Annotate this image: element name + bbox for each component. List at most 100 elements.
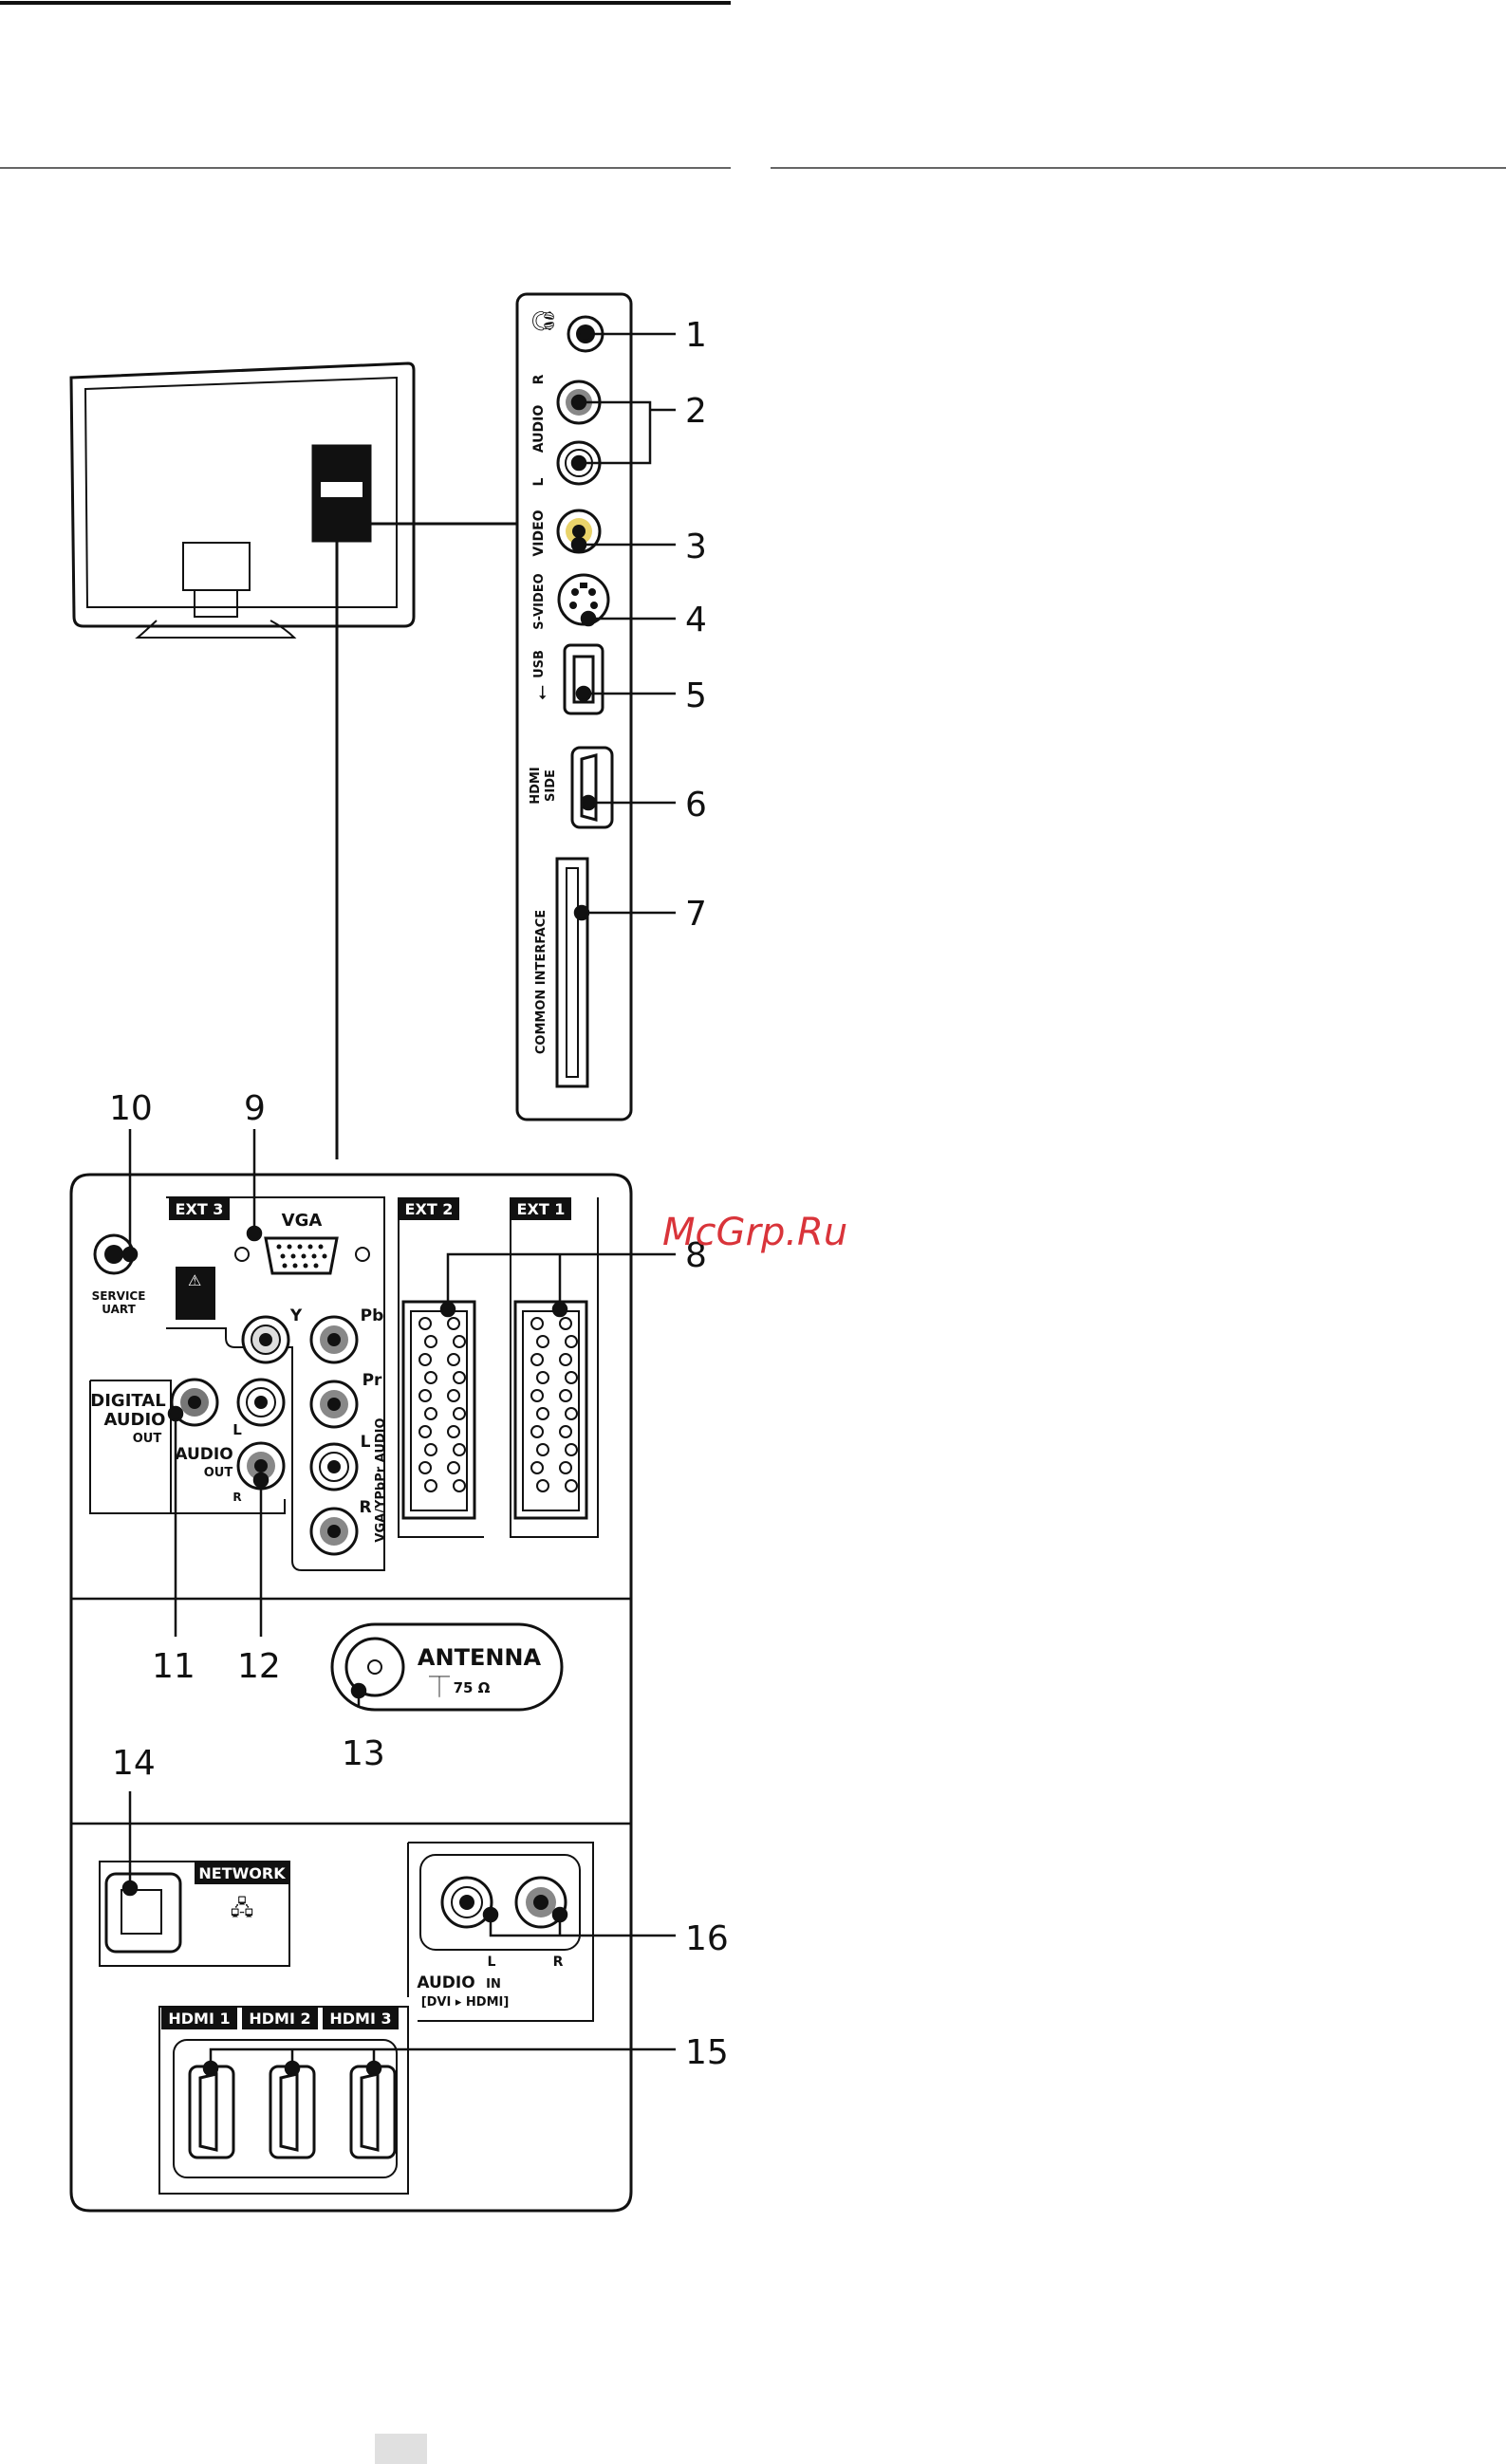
audio-out-r-label: R [232,1491,241,1504]
audio-out-out-label: OUT [204,1466,233,1480]
scart-pin [566,1408,577,1419]
vga-ypbpr-audio-label: VGA/YPbPr AUDIO [374,1417,388,1542]
scart-pin [531,1318,543,1329]
scart-pin [425,1372,437,1383]
audio-in-in-label: IN [486,1977,501,1992]
network-port: NETWORK 🖧︎ [100,1862,289,1966]
scart-pin [448,1318,459,1329]
callout-3: 3 [685,528,707,566]
scart-pin [537,1408,548,1419]
side-usb-port: USB ⭠ [530,645,603,713]
page-number-tab [375,2434,427,2464]
side-usb-label: USB [532,650,547,678]
callout-9: 9 [244,1089,266,1128]
scart-pin [560,1354,571,1365]
tv-rear-illustration [71,363,517,1159]
hdmi1-label: HDMI 1 [168,2010,230,2028]
side-panel: 🎧︎ AUDIO R L VIDEO S-VIDEO [517,294,631,1120]
callout-7: 7 [685,895,707,934]
callout-5: 5 [685,676,707,715]
scart-pin [566,1444,577,1455]
audio-out-group: DIGITAL AUDIO OUT L AUDIO OUT R [90,1380,285,1513]
side-svideo-jack: S-VIDEO [532,573,608,629]
scart-pin [419,1426,431,1437]
scart-pin [566,1480,577,1491]
callout-2: 2 [685,392,707,431]
scart-pin [448,1426,459,1437]
scart-pin [448,1462,459,1473]
header-rules [0,3,1506,168]
scart-pin [560,1390,571,1401]
uart-label: UART [102,1303,136,1316]
scart-pin [537,1372,548,1383]
scart-pin [454,1336,465,1347]
scart-pin [425,1336,437,1347]
side-audio-jacks: AUDIO R L [531,374,600,486]
scart-pin [560,1462,571,1473]
scart-pin [531,1354,543,1365]
ext3-label: EXT 3 [176,1200,224,1218]
audio-in-l-label: L [488,1955,496,1970]
hdmi2-port [270,2066,314,2158]
side-hdmi-port: HDMI SIDE [529,748,612,827]
network-label: NETWORK [198,1864,286,1882]
digital-out-label: OUT [133,1432,162,1446]
scart-pin [419,1354,431,1365]
side-svideo-label: S-VIDEO [532,573,547,629]
audio-out-l-jack [238,1380,284,1425]
callout-16: 16 [685,1919,729,1958]
scart-pin [531,1426,543,1437]
callout-15: 15 [685,2033,729,2072]
scart-pin [537,1444,548,1455]
callout-10: 10 [109,1089,153,1128]
callout-4: 4 [685,601,707,639]
hdmi-ports-group: HDMI 1 HDMI 2 HDMI 3 [159,2007,408,2194]
warning-icon: ⚠ [188,1271,201,1289]
scart-pin [454,1444,465,1455]
headphone-icon: 🎧︎ [532,307,556,334]
side-hdmi-label: HDMI [529,767,543,804]
audio-in-label: AUDIO [417,1973,474,1992]
ext2-label: EXT 2 [405,1200,454,1218]
y-label: Y [289,1306,303,1325]
scart-pin [566,1372,577,1383]
callout-11: 11 [152,1647,195,1686]
scart-pin [560,1426,571,1437]
digital-label: DIGITAL [90,1391,165,1411]
ypbpr-audio-l-label: L [361,1433,371,1452]
common-interface-slot: COMMON INTERFACE [534,859,587,1086]
side-audio-l-label: L [531,477,547,486]
dvi-hdmi-label: [DVI ▸ HDMI] [421,1995,510,2010]
pb-label: Pb [361,1306,384,1325]
scart-pin [454,1372,465,1383]
antenna-ohm-label: 75 Ω [454,1679,491,1696]
ypbpr-audio-r-label: R [359,1498,371,1517]
side-video-label: VIDEO [531,509,547,556]
component-pr-jack [311,1381,357,1427]
service-uart-jack: SERVICE UART [92,1235,146,1316]
side-audio-r-label: R [531,374,547,384]
callout-numbers: 1 2 3 4 5 6 7 8 9 10 11 12 13 14 15 16 [109,316,729,2072]
audio-in-l-jack [442,1878,492,1927]
hdmi3-port [351,2066,395,2158]
callout-6: 6 [685,786,707,824]
callout-14: 14 [112,1744,156,1783]
scart-pin [531,1462,543,1473]
network-icon: 🖧︎ [231,1896,254,1920]
scart-pin [448,1390,459,1401]
digital-audio-label: AUDIO [104,1410,166,1430]
scart-pin [419,1318,431,1329]
scart-pin [448,1354,459,1365]
watermark: McGrp.Ru [662,1211,847,1254]
ext2-scart: EXT 2 [399,1197,484,1537]
antenna-input: ANTENNA ⏉ 75 Ω [332,1624,562,1710]
antenna-symbol-icon: ⏉ [429,1677,450,1700]
scart-pin [419,1462,431,1473]
ypbpr-audio-l-jack [311,1444,357,1490]
pr-label: Pr [363,1371,382,1390]
antenna-label: ANTENNA [418,1644,542,1671]
scart-pin [419,1390,431,1401]
callout-1: 1 [685,316,707,355]
scart-pin [454,1408,465,1419]
